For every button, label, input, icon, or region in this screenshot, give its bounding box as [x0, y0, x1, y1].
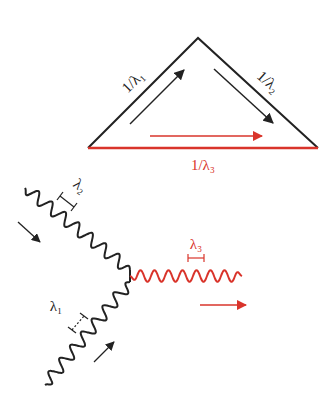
wavelength-bar — [57, 192, 77, 211]
wavelength-bar — [68, 313, 88, 333]
side-label: 1/λ₁ — [119, 68, 147, 96]
triangle-side — [88, 38, 318, 148]
wavelength-bar — [188, 254, 204, 262]
side-label: 1/λ₂ — [254, 68, 282, 95]
wave-line — [45, 282, 130, 385]
wave-line — [130, 270, 242, 282]
triangle-base — [88, 147, 318, 150]
side-label: 1/λ₃ — [191, 158, 215, 173]
direction-arrow — [200, 304, 246, 306]
wavelength-label: λ₂ — [70, 176, 89, 196]
wave-line — [25, 188, 130, 270]
wavelength-label: λ₃ — [190, 237, 203, 252]
direction-arrow — [18, 222, 40, 242]
wavelength-label: λ₁ — [50, 299, 63, 314]
direction-arrow — [94, 342, 114, 362]
vector-arrow — [150, 135, 262, 137]
